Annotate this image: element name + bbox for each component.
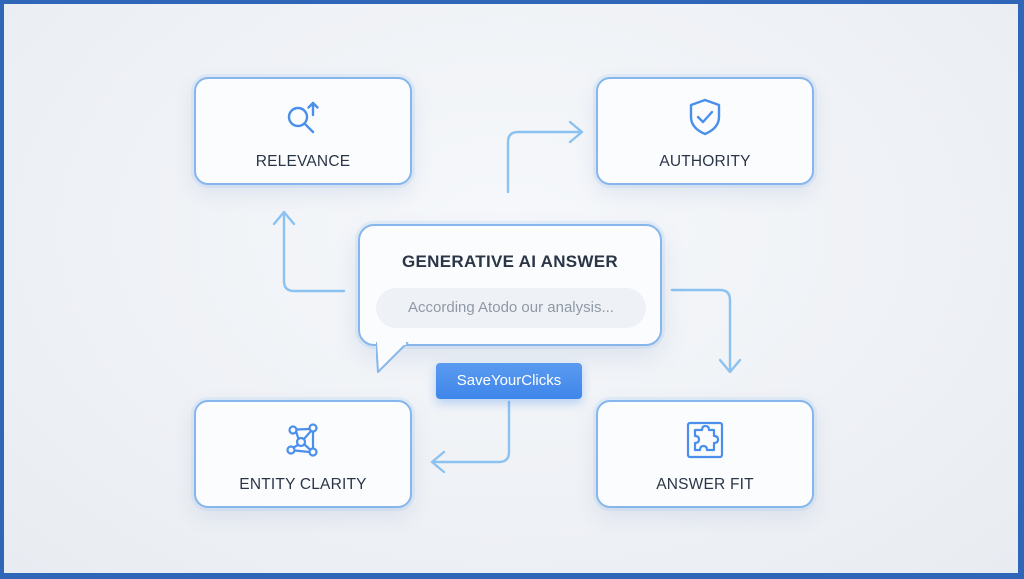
node-answer-fit: ANSWER FIT	[596, 400, 814, 508]
connector-entity-clarity	[432, 400, 511, 464]
node-relevance: RELEVANCE	[194, 77, 412, 185]
arrowhead-entity-clarity	[430, 450, 446, 474]
diagram-canvas: RELEVANCE AUTHORITY	[4, 4, 1018, 573]
shield-check-icon	[689, 98, 721, 136]
connector-relevance	[282, 212, 346, 293]
node-label: RELEVANCE	[255, 153, 351, 170]
answer-text-field: According Atodo our analysis...	[376, 288, 646, 328]
center-answer-bubble: GENERATIVE AI ANSWER According Atodo our…	[358, 224, 662, 346]
puzzle-piece-icon	[686, 421, 724, 459]
arrowhead-relevance	[272, 210, 296, 226]
center-title: GENERATIVE AI ANSWER	[402, 252, 618, 271]
brand-label: SaveYourClicks	[436, 363, 582, 399]
node-label: ANSWER FIT	[656, 476, 754, 493]
magnifier-arrow-up-icon	[287, 101, 319, 134]
connector-authority	[506, 130, 582, 194]
node-authority: AUTHORITY	[596, 77, 814, 185]
speech-bubble-tail	[376, 342, 409, 373]
arrowhead-authority	[568, 120, 584, 144]
connector-answer-fit	[670, 288, 732, 372]
arrowhead-answer-fit	[718, 358, 742, 374]
node-graph-icon	[286, 423, 318, 457]
node-entity-clarity: ENTITY CLARITY	[194, 400, 412, 508]
node-label: ENTITY CLARITY	[239, 476, 367, 493]
node-label: AUTHORITY	[659, 153, 751, 170]
